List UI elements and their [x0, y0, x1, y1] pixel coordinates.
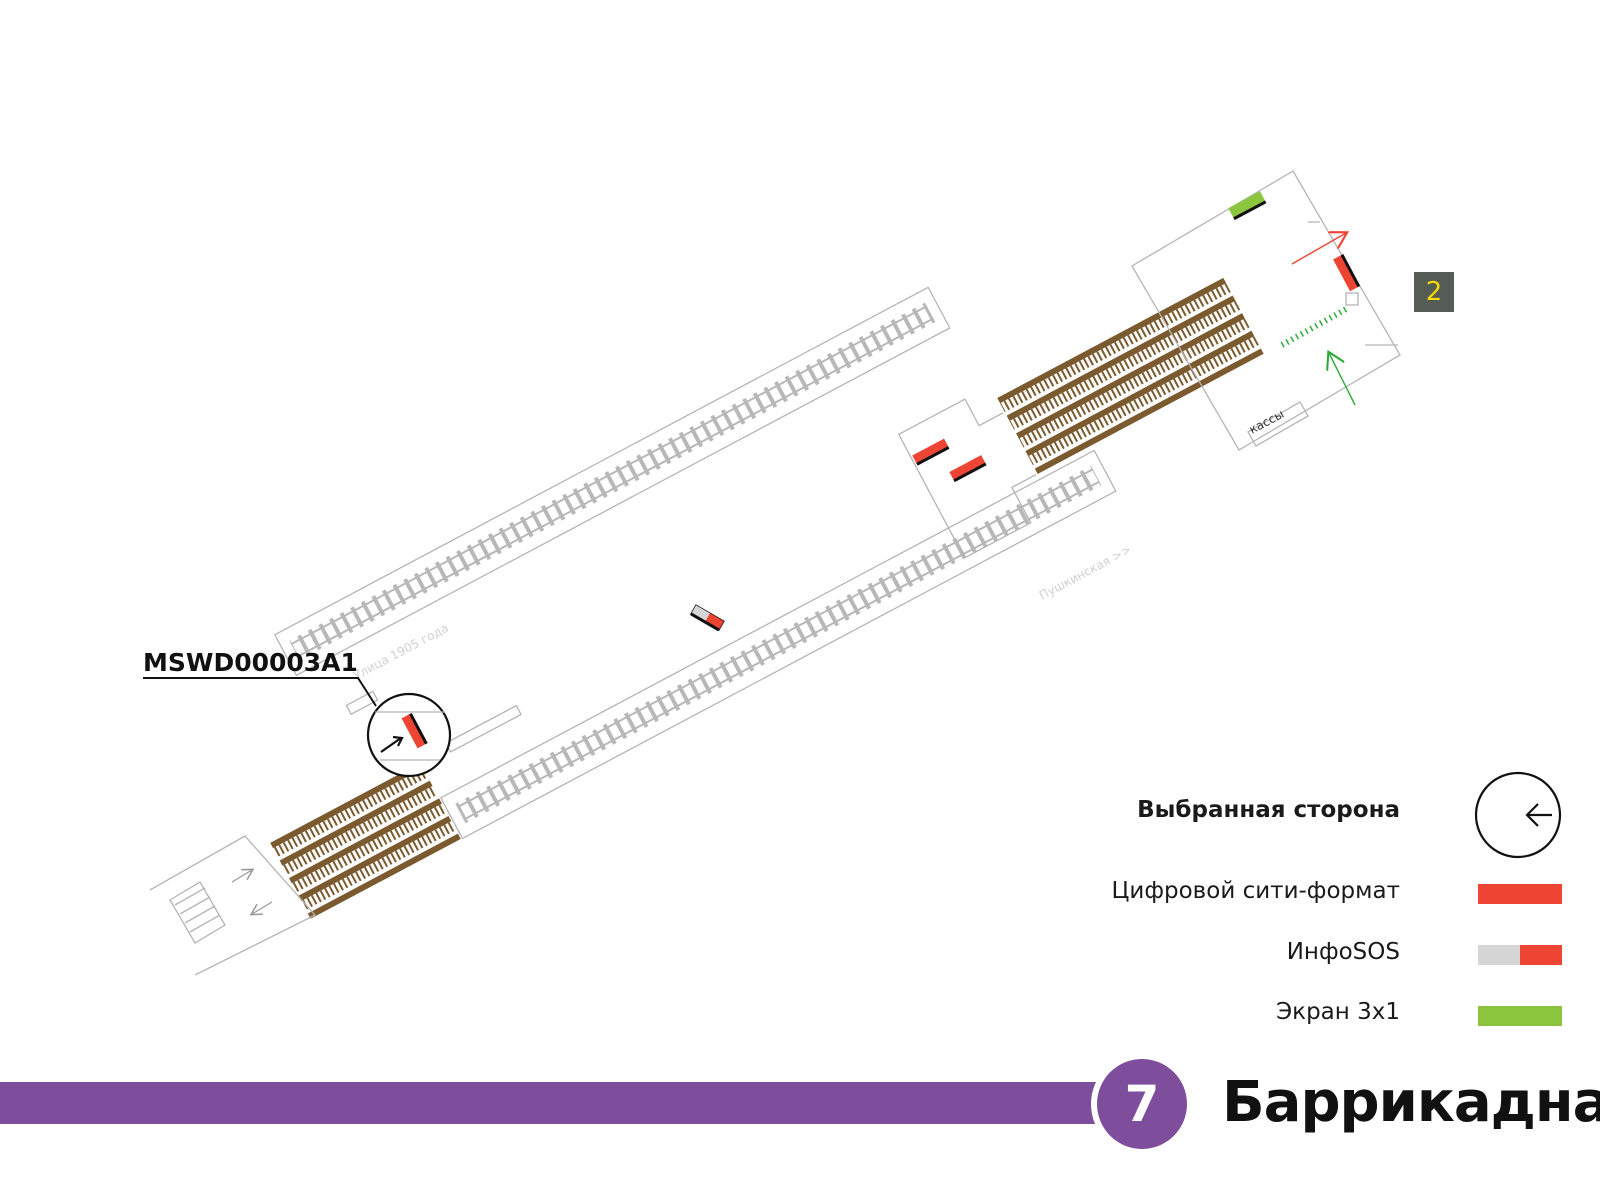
line-number-badge: 7: [1097, 1059, 1187, 1149]
legend-infosos-swatch: [1478, 945, 1562, 965]
legend-screen-swatch: [1478, 1006, 1562, 1026]
entry-arrow: [1329, 353, 1356, 406]
device-code-label: MSWD00003A1: [143, 648, 358, 677]
direction-arrow-icon: [380, 735, 404, 753]
turnstile-box: [1345, 292, 1359, 306]
escalator-left-4: [298, 815, 457, 910]
escalator-left-1: [270, 763, 428, 857]
track-upper: [273, 286, 951, 677]
city-format-device-1: [912, 438, 950, 466]
infosos-device: [690, 604, 725, 632]
city-format-device-exit: [1333, 254, 1361, 292]
escalator-right-1: [997, 277, 1231, 413]
legend-city-format-swatch: [1478, 884, 1562, 904]
escalator-right-2: [1006, 295, 1241, 430]
transfer-label: Пушкинская >>: [1037, 542, 1134, 602]
escalator-left-2: [279, 780, 438, 875]
legend-screen-label: Экран 3х1: [1276, 999, 1400, 1025]
stairs-outline: [169, 881, 226, 944]
legend-city-format-label: Цифровой сити-формат: [1111, 878, 1400, 904]
legend-selected-side-icon: [1474, 771, 1562, 859]
track-lower: [439, 449, 1117, 840]
screen-3x1-device: [1228, 191, 1267, 221]
turnstiles: [1280, 305, 1350, 348]
legend-selected-side-label: Выбранная сторона: [1137, 797, 1400, 823]
selected-side-circle: [366, 692, 452, 778]
escalator-group-right: [994, 274, 1266, 476]
escalator-right-3: [1016, 313, 1250, 448]
platform-bench-2: [444, 704, 522, 753]
metro-line-bar: [0, 1082, 1110, 1124]
legend-infosos-label: ИнфоSOS: [1286, 939, 1400, 965]
passage-arrow-up: [231, 870, 252, 883]
selected-city-format-device: [401, 712, 428, 749]
ticket-office-outline: [1247, 401, 1309, 447]
street-label: Улица 1905 года: [351, 621, 451, 683]
escalator-right-4: [1025, 330, 1259, 466]
escalator-group-left: [270, 763, 461, 919]
arrow-left-icon: [1525, 803, 1552, 827]
selected-device-callout: [143, 677, 452, 778]
exit-number-badge: 2: [1414, 272, 1454, 312]
exit-arrow: [1291, 233, 1346, 265]
platform-bench: [345, 690, 379, 716]
passage-arrow-down: [252, 901, 273, 914]
escalator-left-3: [289, 798, 447, 893]
station-name: Баррикадная: [1222, 1070, 1600, 1135]
vestibule-left: [149, 835, 317, 976]
city-format-device-2: [949, 455, 987, 483]
platform-plan: [273, 286, 1117, 840]
